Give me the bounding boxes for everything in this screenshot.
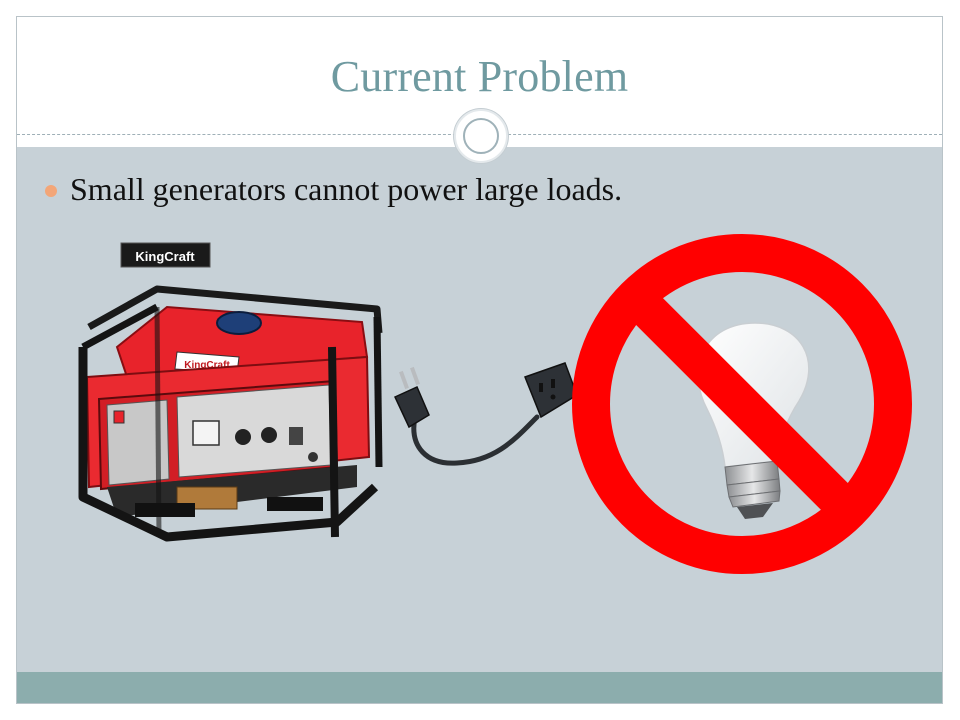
brand-logo-text: KingCraft [135,249,195,264]
brand-logo-box [120,242,211,268]
ornament-ring [463,118,499,154]
brand-logo: KingCraft [120,242,211,268]
generator-label-text: KingCraft [184,360,230,371]
slide-title: Current Problem [330,52,629,101]
divider-ornament [454,109,508,163]
generator-icon: KingCraft [78,285,383,542]
bullet-dot-icon [45,184,57,197]
extension-cord-icon [394,362,578,466]
footer-bar [17,672,942,703]
slide: Current Problem Small generators cannot … [16,16,943,704]
bullet-text: Small generators cannot power large load… [70,171,623,207]
illustration: KingCraft KingCraft [78,234,912,574]
prohibition-sign-icon [572,234,912,574]
bullet-item: Small generators cannot power large load… [45,171,622,208]
